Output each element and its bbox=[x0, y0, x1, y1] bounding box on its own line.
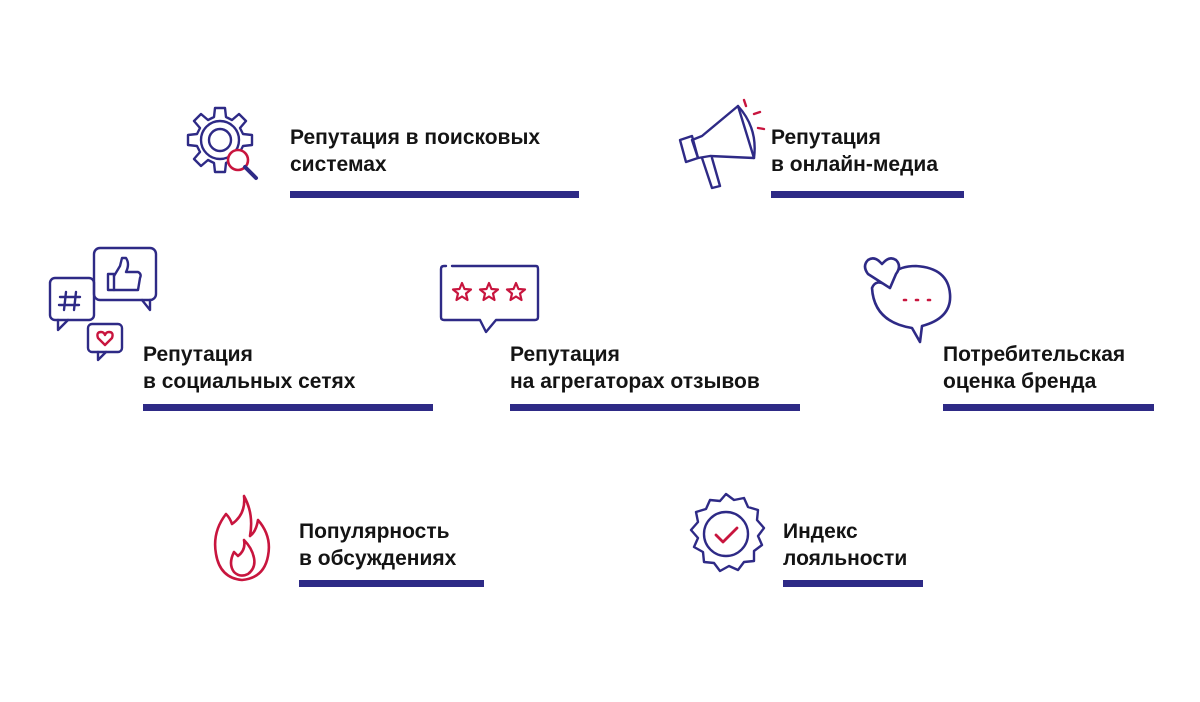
star-rating-icon bbox=[438, 262, 542, 336]
loyalty-index-label: Индекс лояльности bbox=[783, 520, 908, 570]
search-reputation-underline bbox=[290, 191, 579, 198]
brand-assessment-underline bbox=[943, 404, 1154, 411]
media-reputation-underline bbox=[771, 191, 964, 198]
loyalty-index-underline bbox=[783, 580, 923, 587]
media-reputation-label: Репутация в онлайн-медиа bbox=[771, 126, 938, 176]
social-chat-icon bbox=[46, 244, 160, 364]
brand-assessment-label: Потребительская оценка бренда bbox=[943, 343, 1126, 393]
social-reputation-underline bbox=[143, 404, 433, 411]
aggregator-reputation-underline bbox=[510, 404, 800, 411]
social-reputation-label: Репутация в социальных сетях bbox=[143, 343, 356, 393]
discussion-popularity-underline bbox=[299, 580, 484, 587]
search-reputation-label: Репутация в поисковых системах bbox=[290, 126, 541, 176]
discussion-popularity-label: Популярность в обсуждениях bbox=[299, 520, 457, 570]
aggregator-reputation-label: Репутация на агрегаторах отзывов bbox=[510, 343, 760, 393]
gear-magnifier-icon bbox=[184, 104, 268, 186]
flame-icon bbox=[210, 492, 274, 584]
heart-chat-icon bbox=[860, 254, 958, 346]
megaphone-icon bbox=[668, 96, 768, 192]
badge-check-icon bbox=[682, 490, 770, 578]
